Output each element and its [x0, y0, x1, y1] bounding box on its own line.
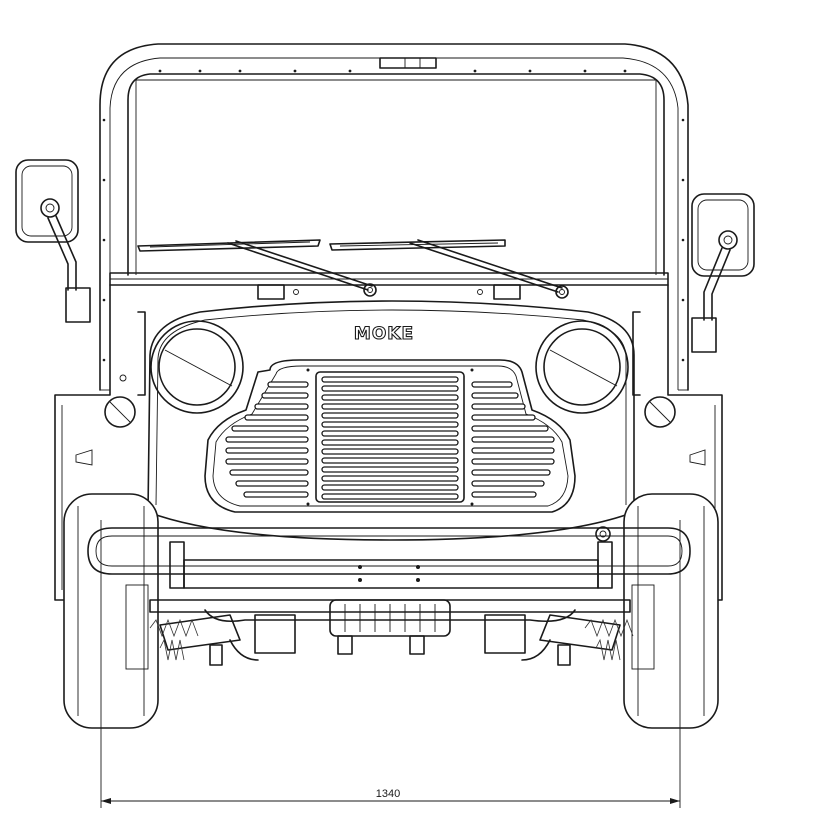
grille-slot [321, 466, 459, 473]
grille-slot [225, 447, 309, 454]
grille-slot [267, 381, 309, 388]
grille-slot [231, 425, 309, 432]
left-front-wheel [63, 493, 159, 729]
grille-slot [243, 491, 309, 498]
grille-slot [229, 469, 309, 476]
grille-center-slots [321, 376, 459, 500]
front-bumper [87, 526, 691, 589]
grille-slot [225, 436, 309, 443]
right-headlight [535, 320, 629, 414]
grille-slot [471, 458, 555, 465]
grille-slot [321, 484, 459, 491]
body-sides [54, 284, 723, 601]
grille-slot [321, 394, 459, 401]
grille-slot [321, 475, 459, 482]
grille-slot [471, 469, 551, 476]
track-width-label: 1340 [376, 788, 400, 800]
right-mirror [691, 193, 755, 353]
track-width-dimension: 1340 [100, 520, 681, 808]
grille-slot [471, 414, 536, 421]
grille-slot [321, 430, 459, 437]
grille-slot [471, 447, 555, 454]
grille-slot [244, 414, 309, 421]
grille-slot [321, 493, 459, 500]
grille-slot [261, 392, 309, 399]
grille-slot [471, 480, 545, 487]
canopy-frame [99, 43, 689, 391]
grille-slot [321, 421, 459, 428]
grille-slot [321, 376, 459, 383]
grille-slot [471, 392, 519, 399]
grille-slot [471, 436, 555, 443]
grille-slot [321, 403, 459, 410]
moke-badge: MOKE [354, 324, 414, 344]
grille-slot [471, 491, 537, 498]
left-headlight [150, 320, 244, 414]
grille-right-slots [471, 381, 555, 498]
grille [204, 359, 576, 513]
grille-slot [321, 457, 459, 464]
grille-slot [225, 458, 309, 465]
left-mirror [15, 159, 91, 323]
grille-slot [471, 425, 549, 432]
right-front-wheel [623, 493, 719, 729]
grille-slot [321, 439, 459, 446]
grille-slot [321, 385, 459, 392]
windscreen-sill [109, 272, 669, 300]
grille-slot [471, 381, 513, 388]
grille-slot [321, 412, 459, 419]
grille-slot [321, 448, 459, 455]
windscreen-wipers [137, 239, 569, 299]
grille-left-slots [225, 381, 309, 498]
grille-slot [235, 480, 309, 487]
grille-slot [471, 403, 526, 410]
underbody-suspension [149, 599, 634, 666]
grille-slot [254, 403, 309, 410]
